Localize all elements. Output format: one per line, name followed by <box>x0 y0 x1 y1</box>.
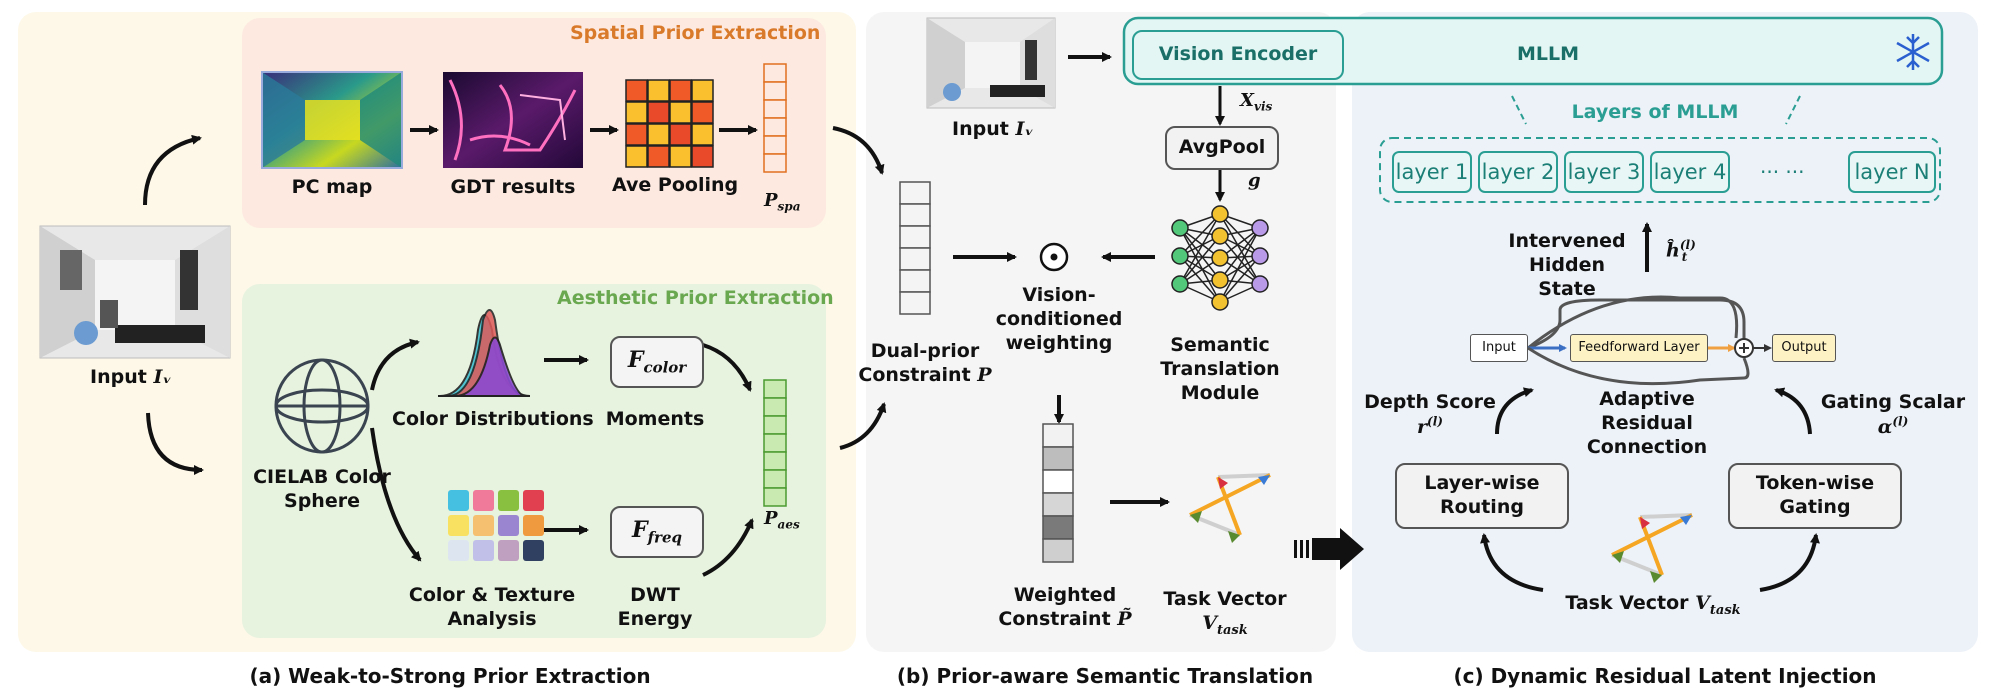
aesthetic-prior-box <box>242 284 826 638</box>
layer-3: layer 3 <box>1564 151 1644 193</box>
layer-wise-routing-box: Layer-wise Routing <box>1395 463 1569 529</box>
p-spa-label: Pspa <box>764 190 801 214</box>
h-label: ĥ(l)t <box>1666 238 1696 265</box>
ave-pooling-label: Ave Pooling <box>612 174 739 196</box>
pc-map-label: PC map <box>291 176 373 198</box>
elementwise-product-icon <box>1039 242 1069 272</box>
layers-title: Layers of MLLM <box>1571 101 1739 123</box>
layers-container <box>1379 137 1941 203</box>
room-image-b <box>926 17 1056 109</box>
weighted-constraint-vector <box>1042 423 1074 563</box>
snowflake-icon <box>1896 34 1930 70</box>
layer-2: layer 2 <box>1478 151 1558 193</box>
dual-prior-vector <box>899 181 931 315</box>
x-vis-label: Xvis <box>1240 90 1273 114</box>
output-node: Output <box>1772 334 1836 362</box>
color-distribution-chart <box>438 309 531 397</box>
room-image-a <box>39 225 231 359</box>
layer-4: layer 4 <box>1650 151 1730 193</box>
dwt-label: DWT Energy <box>617 584 693 630</box>
caption-c: (c) Dynamic Residual Latent Injection <box>1453 664 1877 688</box>
gdt-label: GDT results <box>450 176 576 198</box>
input-label-b: Input Iᵥ <box>952 118 1034 140</box>
panel-c-background <box>1352 12 1978 652</box>
moments-label: Moments <box>605 408 705 430</box>
weighting-label: Vision- conditioned weighting <box>995 284 1123 354</box>
p-spa-vector <box>763 63 787 173</box>
input-label-a: Input Iᵥ <box>90 366 172 388</box>
panel-b-background <box>866 12 1336 652</box>
spatial-prior-title: Spatial Prior Extraction <box>570 22 821 44</box>
f-freq-box: Ffreq <box>610 506 704 558</box>
input-node: Input <box>1470 334 1528 362</box>
task-vector-icon-c <box>1611 513 1693 583</box>
layers-ellipsis: ··· ··· <box>1760 160 1805 184</box>
weighted-constraint-label: Weighted Constraint P̃ <box>998 584 1132 630</box>
g-label: g <box>1248 170 1261 191</box>
mllm-label: MLLM <box>1516 43 1580 65</box>
transition-arrow <box>1294 528 1364 570</box>
aesthetic-prior-title: Aesthetic Prior Extraction <box>557 287 834 309</box>
texture-label: Color & Texture Analysis <box>408 584 576 630</box>
semantic-module-label: Semantic Translation Module <box>1160 334 1280 404</box>
texture-palette <box>448 490 544 561</box>
caption-b: (b) Prior-aware Semantic Translation <box>896 664 1314 688</box>
layer-1: layer 1 <box>1392 151 1472 193</box>
p-aes-label: Paes <box>764 508 800 532</box>
intervened-label: Intervened Hidden State <box>1508 230 1626 300</box>
p-aes-vector <box>763 379 787 507</box>
f-color-box: Fcolor <box>610 336 704 388</box>
dual-prior-label: Dual-prior Constraint P <box>858 340 992 386</box>
token-wise-gating-box: Token-wise Gating <box>1728 463 1902 529</box>
cielab-sphere-icon <box>274 358 370 454</box>
color-distributions-label: Color Distributions <box>392 408 594 430</box>
gdt-image <box>443 72 583 168</box>
task-vector-icon-b <box>1189 473 1271 543</box>
adaptive-residual-label: Adaptive Residual Connection <box>1586 388 1708 458</box>
caption-a: (a) Weak-to-Strong Prior Extraction <box>249 664 651 688</box>
layer-n: layer N <box>1848 151 1936 193</box>
ave-pooling-grid <box>625 79 714 168</box>
vision-encoder-box: Vision Encoder <box>1132 30 1344 80</box>
cielab-sphere-label: CIELAB Color Sphere <box>253 466 391 512</box>
neural-network-icon <box>1171 205 1269 311</box>
task-vector-label-c: Task Vector Vtask <box>1565 592 1741 618</box>
residual-block <box>1527 295 1772 386</box>
avgpool-box: AvgPool <box>1165 126 1279 170</box>
pc-map-image <box>261 71 403 169</box>
feedforward-node: Feedforward Layer <box>1570 334 1708 362</box>
